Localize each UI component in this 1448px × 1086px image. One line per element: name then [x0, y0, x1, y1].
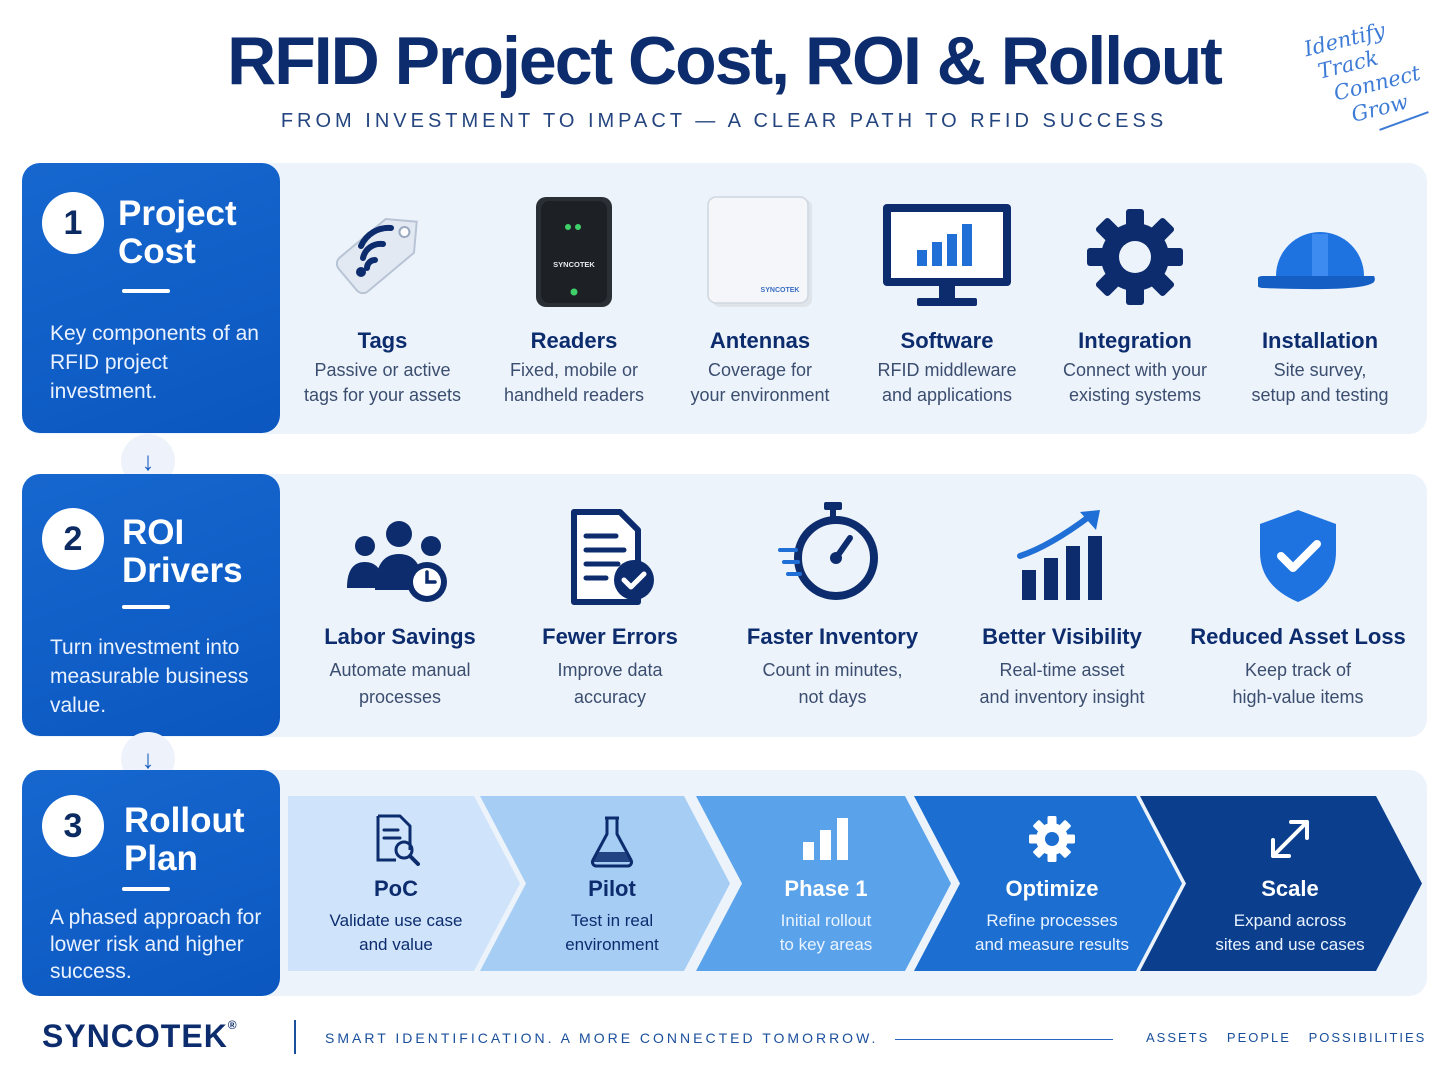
flask-icon	[590, 816, 634, 868]
shield-check-icon	[1260, 510, 1336, 602]
step-chevron	[914, 796, 1182, 971]
item-name: Better Visibility	[982, 624, 1142, 649]
document-check-icon	[571, 509, 654, 605]
cost-item-installation: Installation Site survey,setup and testi…	[1230, 190, 1410, 420]
brand-logo: SYNCOTEK®	[42, 1018, 238, 1054]
bar-chart-icon	[803, 818, 848, 860]
step-chevron	[696, 796, 951, 971]
stopwatch-icon	[777, 502, 878, 600]
item-name: Fewer Errors	[542, 624, 678, 649]
footer-rule	[895, 1039, 1113, 1040]
item-name: Software	[900, 328, 994, 353]
step-number-badge: 3	[42, 795, 104, 857]
antenna-panel-icon: SYNCOTEK	[707, 196, 812, 307]
step-number-badge: 1	[42, 192, 104, 254]
item-name: Installation	[1261, 328, 1379, 353]
roi-item-faster-inventory: Faster Inventory Count in minutes,not da…	[735, 500, 930, 720]
item-name: Faster Inventory	[746, 624, 919, 649]
item-name: Antennas	[709, 328, 811, 353]
item-description: Site survey,setup and testing	[1251, 360, 1389, 405]
step-chevron	[1140, 796, 1422, 971]
device-brand-label: SYNCOTEK	[761, 287, 800, 294]
rfid-reader-icon: SYNCOTEK	[536, 197, 612, 307]
item-name: Labor Savings	[324, 624, 476, 649]
item-name: Integration	[1078, 328, 1192, 353]
page-title: RFID Project Cost, ROI & Rollout	[227, 23, 1223, 99]
section-description: Key components of an RFID project invest…	[50, 322, 259, 403]
page-subtitle: FROM INVESTMENT TO IMPACT — A CLEAR PATH…	[280, 110, 1168, 132]
step-chevron	[480, 796, 730, 971]
team-clock-icon	[347, 521, 447, 602]
footer-keyword: ASSETS	[1146, 1030, 1210, 1045]
item-name: Readers	[530, 328, 618, 353]
title-rule	[122, 887, 170, 891]
step-number-badge: 2	[42, 508, 104, 570]
gear-icon	[1029, 816, 1075, 862]
step-name: Phase 1	[784, 876, 868, 901]
footer-keyword: PEOPLE	[1226, 1030, 1291, 1045]
device-brand-label: SYNCOTEK	[553, 260, 595, 269]
footer-keywords: ASSETS PEOPLE POSSIBILITIES	[1146, 1030, 1426, 1045]
step-name: Optimize	[1005, 876, 1099, 901]
title-rule	[122, 605, 170, 609]
section-description: A phased approach for lower risk and hig…	[50, 906, 262, 983]
document-search-icon	[376, 814, 420, 866]
footer-divider	[294, 1020, 296, 1054]
hard-hat-icon	[1258, 232, 1375, 290]
item-description: Count in minutes,not days	[762, 660, 903, 707]
section-description: Turn investment into measurable business…	[50, 636, 249, 717]
expand-icon	[1271, 820, 1309, 858]
step-name: Pilot	[588, 876, 636, 901]
footer-tagline: SMART IDENTIFICATION. A MORE CONNECTED T…	[325, 1030, 879, 1046]
step-name: PoC	[374, 876, 418, 901]
monitor-chart-icon	[883, 204, 1011, 306]
item-name: Tags	[357, 328, 408, 353]
growth-chart-icon	[1017, 510, 1102, 600]
item-name: Reduced Asset Loss	[1190, 624, 1406, 649]
rfid-tag-icon	[335, 217, 418, 295]
step-name: Scale	[1261, 876, 1319, 901]
footer-keyword: POSSIBILITIES	[1308, 1030, 1427, 1045]
gear-icon	[1087, 209, 1183, 305]
step-chevron	[288, 796, 520, 971]
title-rule	[122, 289, 170, 293]
